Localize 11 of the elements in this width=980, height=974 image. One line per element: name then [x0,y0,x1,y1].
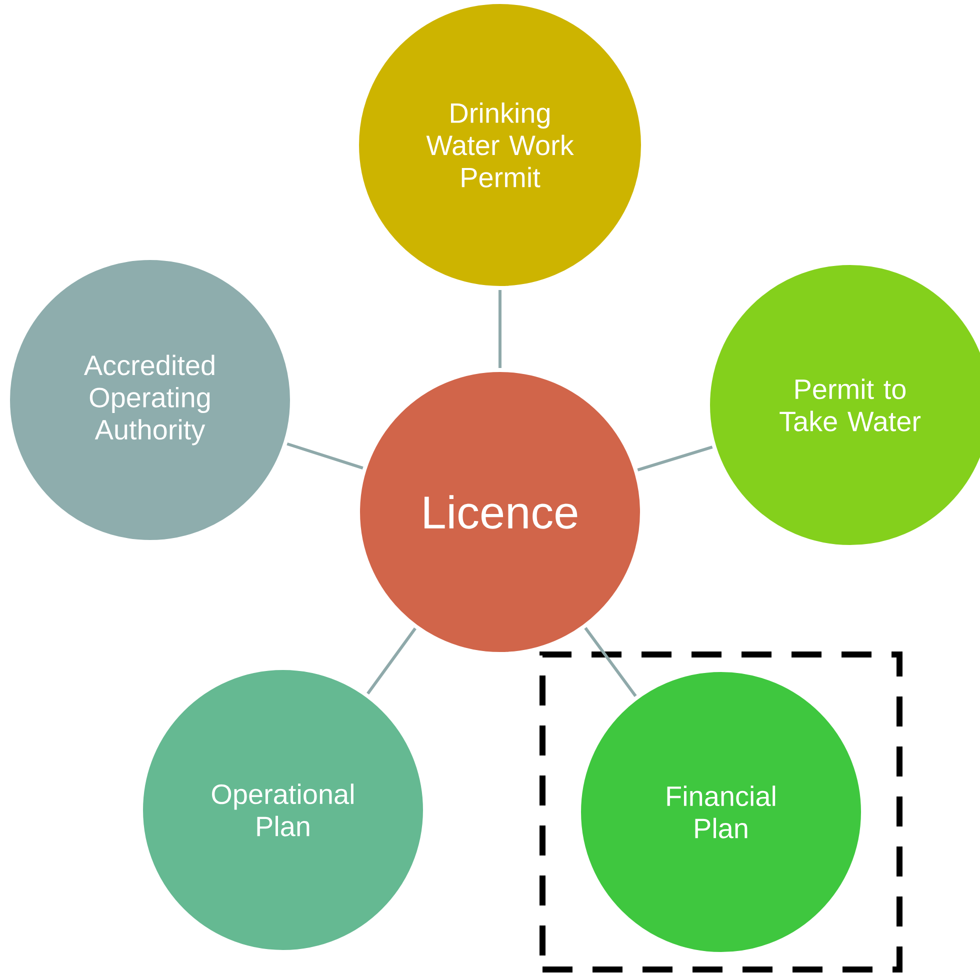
circle-node: Operational Plan [139,666,427,954]
connector-line [584,627,637,697]
circle-node: Financial Plan [577,668,865,956]
connector-line [366,628,416,694]
circle-node: Accredited Operating Authority [6,256,294,544]
circle-node: Permit to Take Water [706,261,980,549]
connector-line [286,442,364,470]
connector-line [637,446,713,472]
circle-node: Licence [356,368,644,656]
connector-line [498,290,502,368]
circle-node: Drinking Water Work Permit [355,0,645,290]
